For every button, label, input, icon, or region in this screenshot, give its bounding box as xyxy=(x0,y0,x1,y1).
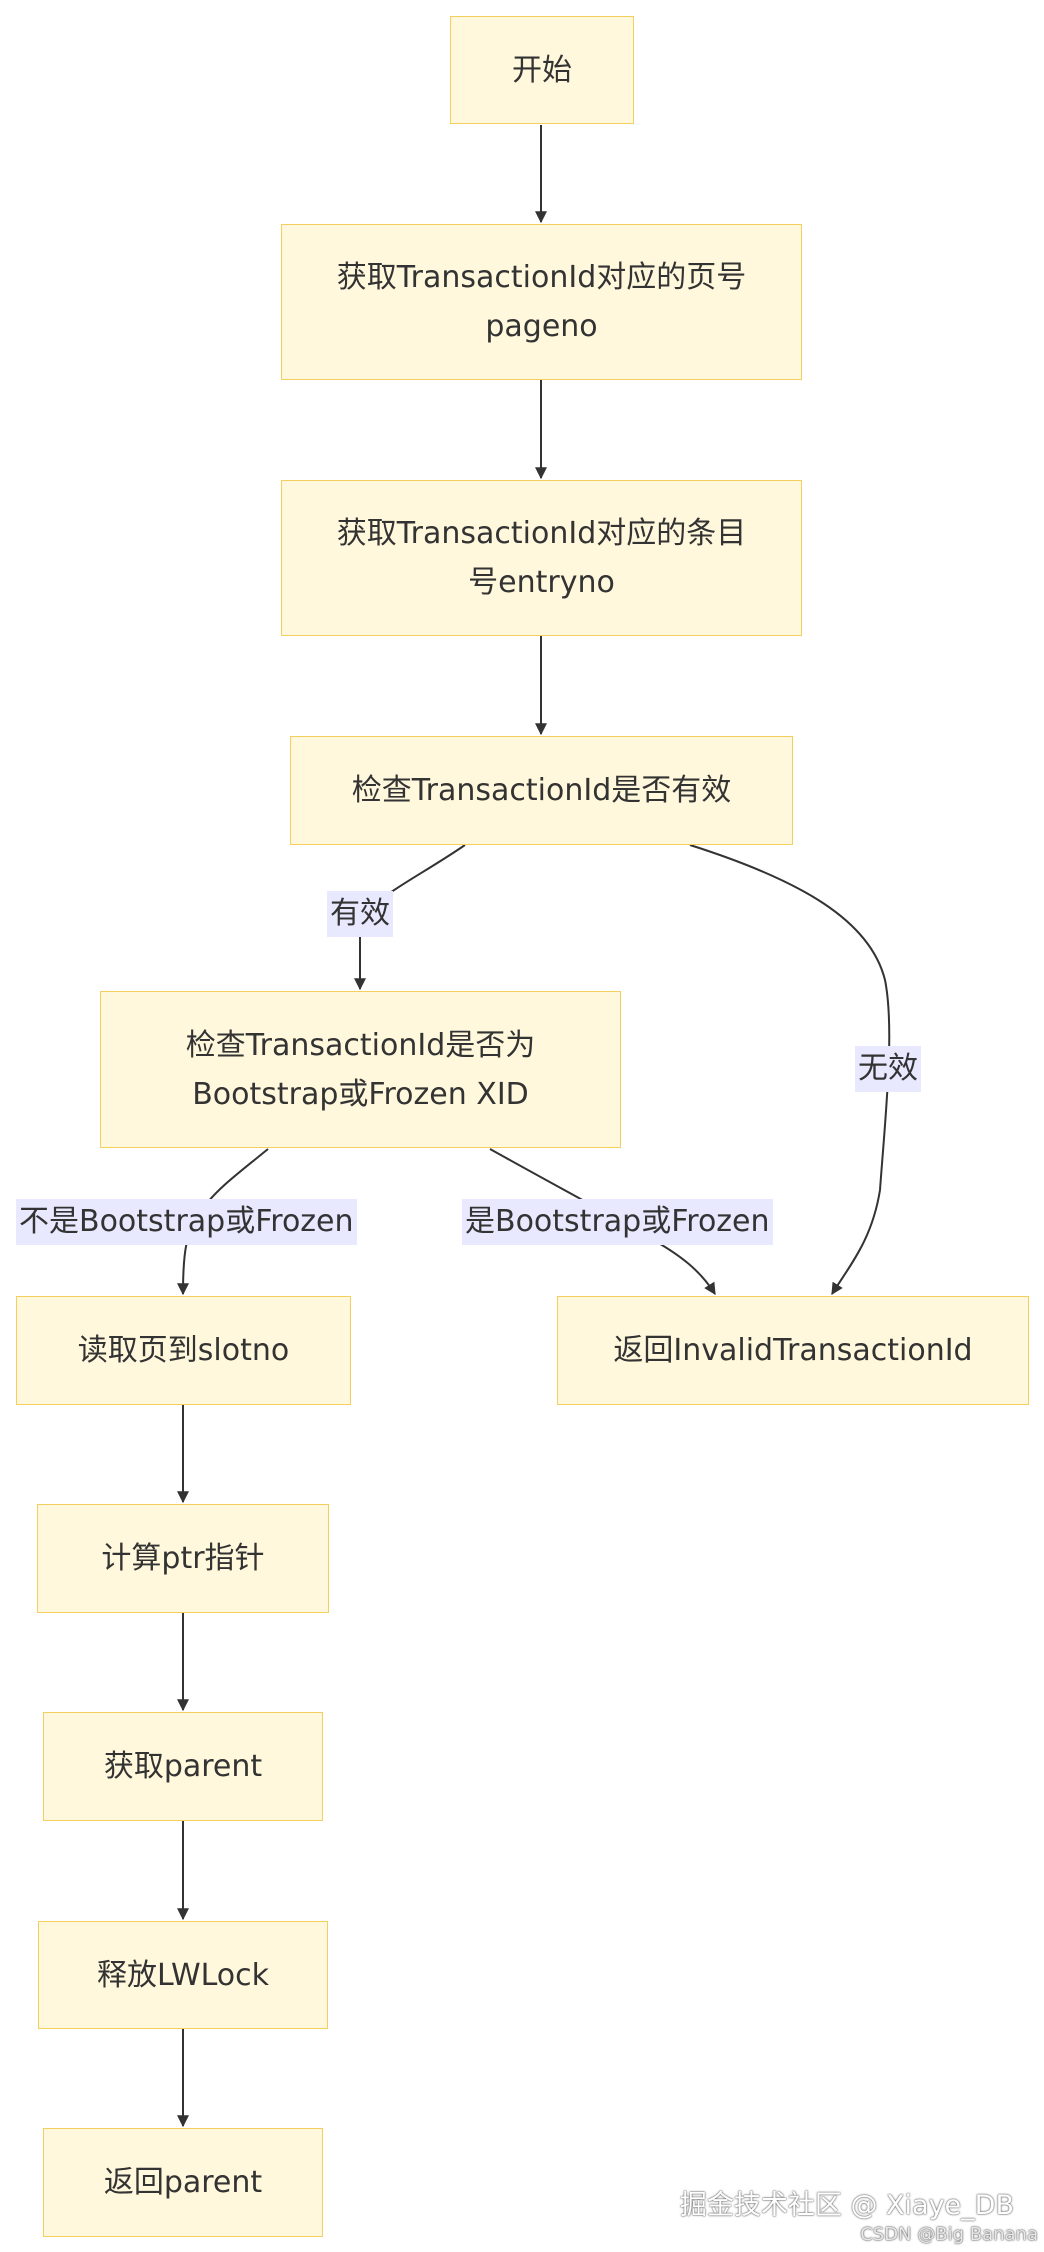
node-read-page[interactable]: 读取页到slotno xyxy=(16,1296,351,1405)
edge-label-not-bootstrap: 不是Bootstrap或Frozen xyxy=(16,1199,357,1245)
edge-label-invalid: 无效 xyxy=(855,1046,921,1092)
node-get-pageno-label: 获取TransactionId对应的页号pageno xyxy=(336,260,747,344)
watermark-main: 掘金技术社区 @ Xiaye_DB xyxy=(679,2190,1014,2221)
node-start[interactable]: 开始 xyxy=(450,16,634,124)
node-get-parent-label: 获取parent xyxy=(103,1749,263,1784)
edge-check-valid-to-return-invalid xyxy=(689,844,891,1296)
node-return-invalid[interactable]: 返回InvalidTransactionId xyxy=(557,1296,1029,1405)
node-start-label: 开始 xyxy=(512,52,572,88)
watermark-sub: CSDN @Big Banana xyxy=(860,2224,1038,2245)
node-check-bootstrap-label: 检查TransactionId是否为Bootstrap或Frozen XID xyxy=(185,1027,536,1112)
node-check-valid[interactable]: 检查TransactionId是否有效 xyxy=(290,736,793,845)
node-release-lock-label: 释放LWLock xyxy=(96,1957,270,1993)
edge-label-valid: 有效 xyxy=(327,891,393,937)
node-get-entryno-label: 获取TransactionId对应的条目号entryno xyxy=(336,516,747,600)
node-check-bootstrap[interactable]: 检查TransactionId是否为Bootstrap或Frozen XID xyxy=(100,991,621,1148)
node-get-entryno[interactable]: 获取TransactionId对应的条目号entryno xyxy=(281,480,802,636)
node-read-page-label: 读取页到slotno xyxy=(77,1333,290,1368)
node-check-valid-label: 检查TransactionId是否有效 xyxy=(351,773,732,808)
node-get-parent[interactable]: 获取parent xyxy=(43,1712,323,1821)
node-return-parent-label: 返回parent xyxy=(103,2165,263,2200)
node-calc-ptr-label: 计算ptr指针 xyxy=(101,1541,265,1576)
node-calc-ptr[interactable]: 计算ptr指针 xyxy=(37,1504,329,1613)
node-return-parent[interactable]: 返回parent xyxy=(43,2128,323,2237)
node-get-pageno[interactable]: 获取TransactionId对应的页号pageno xyxy=(281,224,802,380)
edge-label-is-bootstrap: 是Bootstrap或Frozen xyxy=(462,1199,773,1245)
node-return-invalid-label: 返回InvalidTransactionId xyxy=(613,1333,973,1368)
node-release-lock[interactable]: 释放LWLock xyxy=(38,1921,328,2029)
